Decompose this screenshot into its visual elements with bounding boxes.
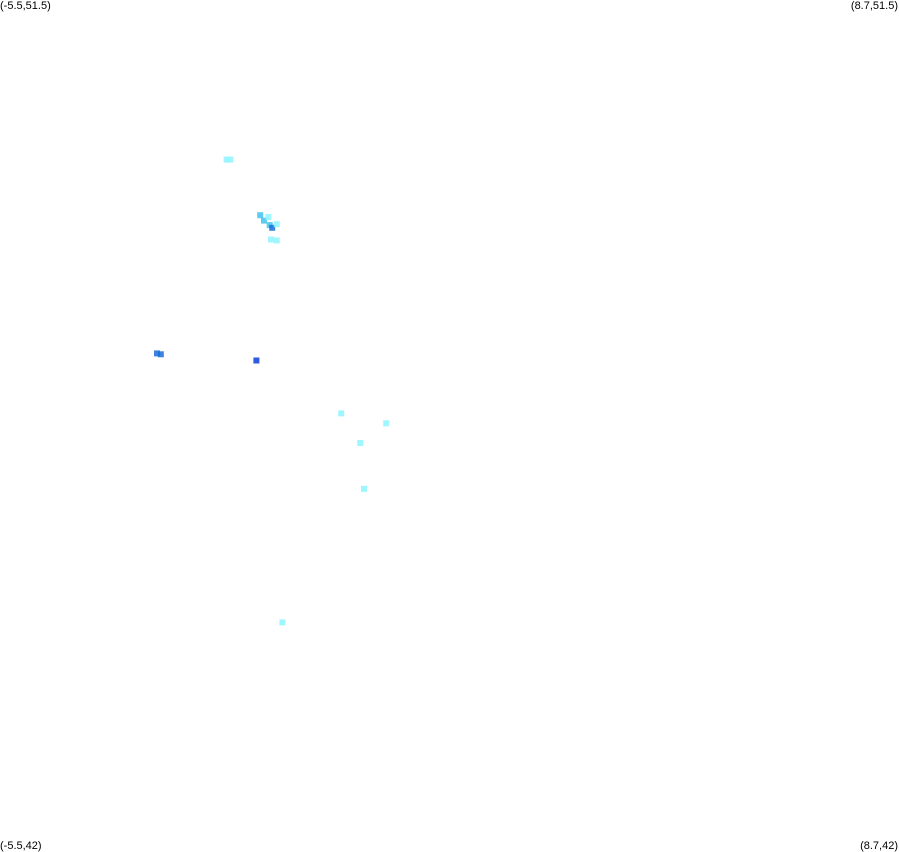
map-point <box>265 214 272 220</box>
corner-label-bottom-right: (8.7,42) <box>860 840 898 852</box>
map-point <box>273 237 280 244</box>
map-point <box>154 350 160 357</box>
map-point <box>338 410 345 417</box>
map-point <box>227 156 234 163</box>
corner-label-top-right: (8.7,51.5) <box>850 0 898 12</box>
map-point <box>268 236 274 243</box>
corner-label-bottom-left: (-5.5,42) <box>0 840 42 852</box>
map-point <box>383 420 390 427</box>
map-point <box>273 221 280 228</box>
map-point <box>257 212 264 219</box>
map-point <box>361 485 367 492</box>
map-point <box>269 224 276 231</box>
corner-label-top-left: (-5.5,51.5) <box>0 0 51 12</box>
map-point <box>357 440 364 446</box>
map-point <box>261 217 267 224</box>
map-point <box>279 619 286 626</box>
map-point <box>223 156 230 163</box>
map-point <box>253 357 260 364</box>
map-point <box>157 351 164 358</box>
